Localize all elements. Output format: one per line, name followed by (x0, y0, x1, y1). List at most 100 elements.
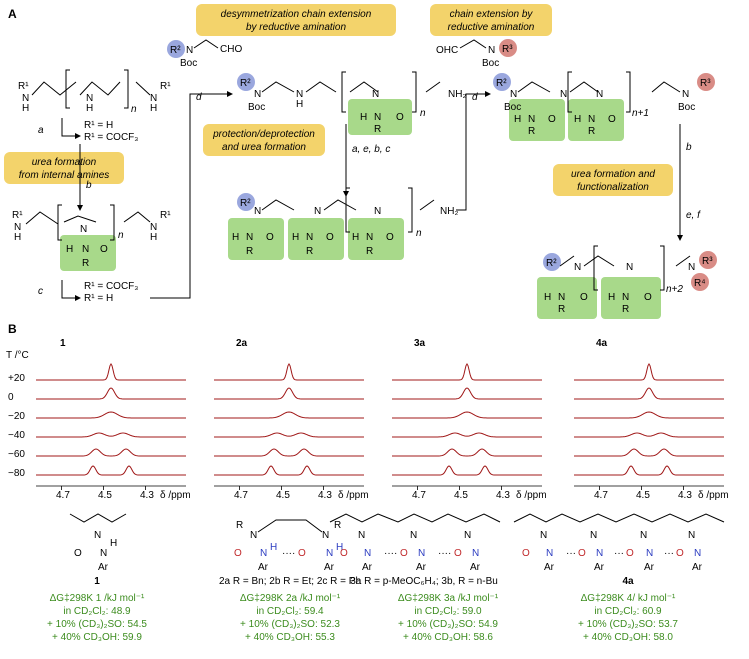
svg-text:O: O (100, 244, 108, 255)
svg-text:+ 10% (CD₃)₂SO: 53.7: + 10% (CD₃)₂SO: 53.7 (578, 619, 678, 630)
svg-text:N: N (254, 89, 261, 100)
svg-text:protection/deprotection: protection/deprotection (212, 129, 315, 140)
svg-text:N: N (374, 206, 381, 217)
svg-text:N: N (588, 114, 595, 125)
svg-text:desymmetrization chain extensi: desymmetrization chain extension (221, 9, 372, 20)
panel-b-label: B (8, 322, 17, 336)
arrow-to-step-d: d (150, 91, 233, 299)
svg-text:R¹: R¹ (12, 210, 23, 221)
svg-text:N: N (94, 530, 101, 541)
svg-text:N: N (374, 112, 381, 123)
svg-text:R: R (374, 124, 381, 135)
nmr-trace (36, 363, 186, 381)
svg-text:N: N (260, 548, 267, 559)
svg-text:O: O (626, 548, 634, 559)
svg-text:ΔG‡298K 3a /kJ mol⁻¹: ΔG‡298K 3a /kJ mol⁻¹ (398, 593, 499, 604)
svg-text:2a R = Bn; 2b R = Et; 2c R = P: 2a R = Bn; 2b R = Et; 2c R = Ph (219, 576, 361, 587)
svg-text:n: n (118, 230, 124, 241)
svg-text:N: N (596, 89, 603, 100)
reagent-r3-aldehyde: OHC N R³ Boc (436, 39, 517, 69)
box-protection: protection/deprotection and urea formati… (203, 124, 325, 156)
nmr-trace (392, 363, 542, 381)
svg-text:Boc: Boc (180, 58, 197, 69)
svg-text:R³: R³ (702, 256, 713, 267)
svg-text:ΔG‡298K 2a /kJ mol⁻¹: ΔG‡298K 2a /kJ mol⁻¹ (240, 593, 341, 604)
svg-text:N: N (528, 114, 535, 125)
svg-text:H: H (608, 292, 615, 303)
svg-text:R²: R² (170, 45, 181, 56)
svg-text:R: R (82, 258, 89, 269)
svg-text:Ar: Ar (692, 562, 703, 573)
svg-text:N: N (22, 93, 29, 104)
svg-text:R: R (558, 304, 565, 315)
svg-text:Ar: Ar (594, 562, 605, 573)
svg-text:4.5: 4.5 (636, 490, 650, 501)
svg-text:····: ···· (384, 548, 397, 559)
nmr-trace (214, 387, 364, 400)
nmr-trace (36, 411, 186, 419)
svg-text:O: O (266, 232, 274, 243)
nmr-trace (392, 465, 542, 476)
svg-text:N: N (358, 530, 365, 541)
svg-text:O: O (396, 112, 404, 123)
svg-text:4.7: 4.7 (234, 490, 248, 501)
svg-text:n: n (416, 228, 422, 239)
svg-text:+ 10% (CD₃)₂SO: 54.9: + 10% (CD₃)₂SO: 54.9 (398, 619, 498, 630)
svg-text:N: N (80, 224, 87, 235)
svg-text:R⁴: R⁴ (694, 278, 706, 289)
step-c: c R¹ = COCF₃ R¹ = H (38, 280, 138, 304)
svg-text:N: N (694, 548, 701, 559)
svg-text:δ /ppm: δ /ppm (516, 490, 547, 501)
svg-text:R: R (622, 304, 629, 315)
step-b-ef: b e, f (677, 124, 701, 241)
svg-text:N: N (488, 45, 495, 56)
svg-text:O: O (578, 548, 586, 559)
temp-labels: +20 0 −20 −40 −60 −80 (8, 373, 25, 479)
svg-text:δ /ppm: δ /ppm (698, 490, 729, 501)
svg-text:H: H (66, 244, 73, 255)
svg-text:4.5: 4.5 (454, 490, 468, 501)
svg-text:H: H (270, 542, 277, 553)
svg-text:R: R (246, 246, 253, 257)
svg-text:1: 1 (60, 338, 66, 349)
dg-table-3a: ΔG‡298K 3a /kJ mol⁻¹ in CD₂Cl₂: 59.0 + 1… (398, 593, 499, 643)
svg-text:n+2: n+2 (666, 284, 683, 295)
svg-text:H: H (22, 103, 29, 114)
svg-text:n: n (131, 104, 137, 115)
start-polyamine: R¹ N H N H n N H R¹ (18, 69, 171, 115)
svg-text:Boc: Boc (482, 58, 499, 69)
svg-text:+ 40% CD₃OH: 58.0: + 40% CD₃OH: 58.0 (583, 632, 673, 643)
svg-text:4.7: 4.7 (594, 490, 608, 501)
svg-text:N: N (82, 244, 89, 255)
svg-text:N: N (246, 232, 253, 243)
svg-text:O: O (454, 548, 462, 559)
nmr-trace (574, 432, 724, 438)
svg-text:Ar: Ar (544, 562, 555, 573)
svg-text:b: b (86, 180, 92, 191)
svg-text:1: 1 (94, 576, 100, 587)
svg-text:4.3: 4.3 (678, 490, 692, 501)
svg-text:N: N (622, 292, 629, 303)
svg-text:Ar: Ar (470, 562, 481, 573)
svg-text:N: N (296, 89, 303, 100)
nmr-trace (214, 432, 364, 438)
svg-text:····: ···· (282, 548, 295, 559)
svg-text:−60: −60 (8, 449, 25, 460)
svg-text:N: N (364, 548, 371, 559)
svg-text:4.3: 4.3 (140, 490, 154, 501)
svg-text:O: O (548, 114, 556, 125)
svg-text:N: N (418, 548, 425, 559)
svg-text:e, f: e, f (686, 210, 701, 221)
step-aebc: a, e, b, c (343, 124, 390, 197)
nmr-trace (574, 465, 724, 476)
svg-text:Ar: Ar (644, 562, 655, 573)
svg-text:H: H (544, 292, 551, 303)
svg-text:R¹: R¹ (160, 210, 171, 221)
svg-text:O: O (580, 292, 588, 303)
svg-text:from internal amines: from internal amines (19, 170, 110, 181)
svg-text:ΔG‡298K 1 /kJ mol⁻¹: ΔG‡298K 1 /kJ mol⁻¹ (50, 593, 145, 604)
svg-text:N: N (640, 530, 647, 541)
